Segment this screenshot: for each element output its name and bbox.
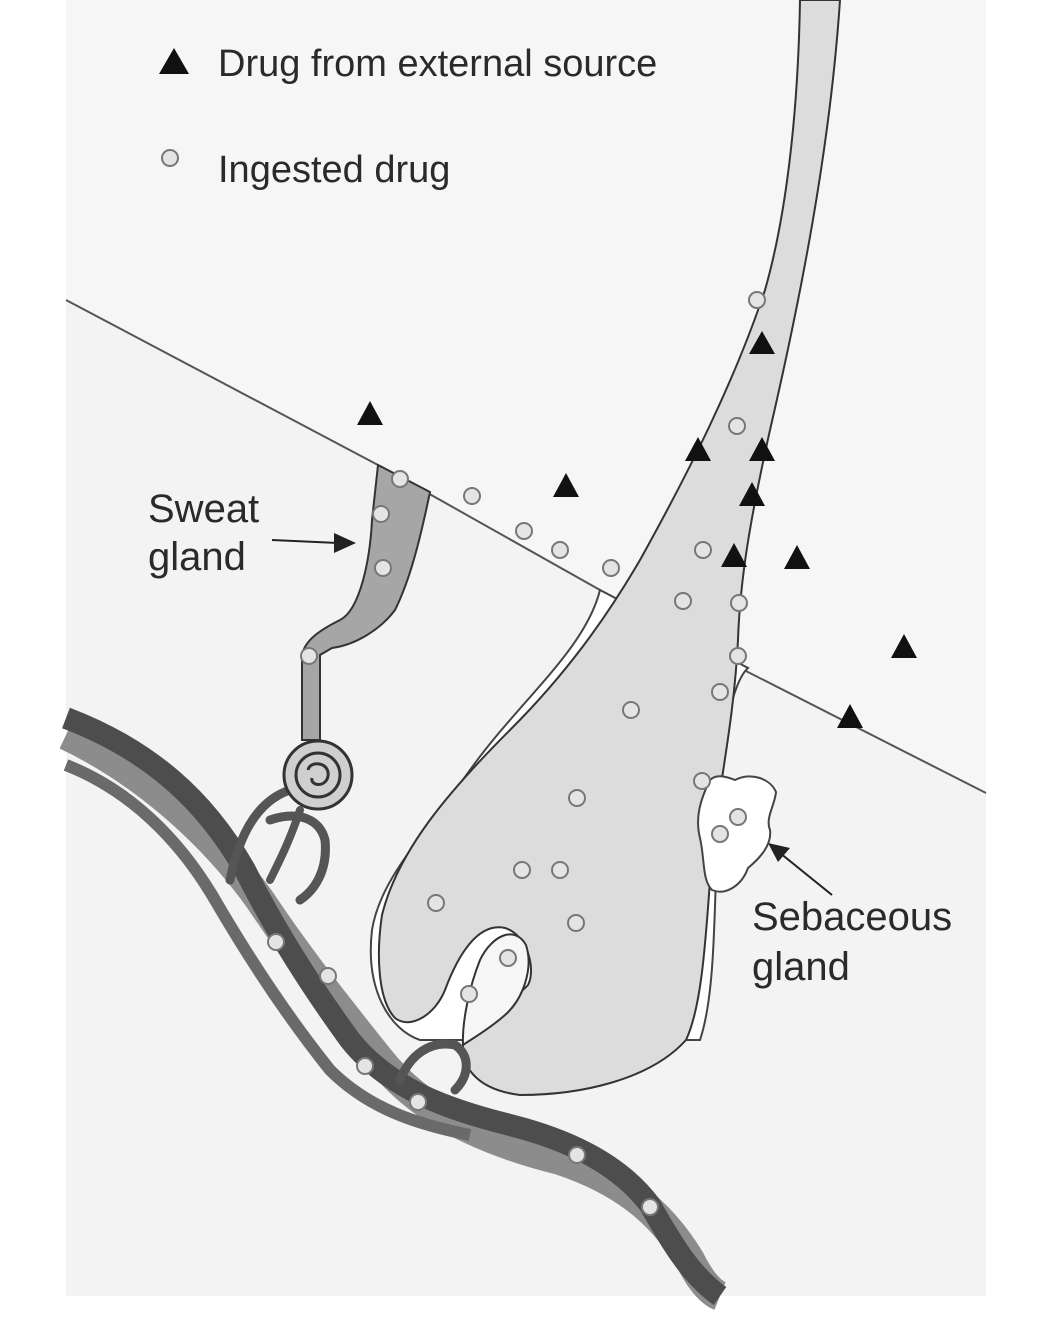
ingested-drug-marker bbox=[693, 772, 711, 790]
ingested-drug-marker bbox=[463, 487, 481, 505]
ingested-drug-marker bbox=[267, 933, 285, 951]
sebaceous-gland-arrowhead bbox=[768, 843, 790, 862]
ingested-drug-marker bbox=[460, 985, 478, 1003]
external-drug-marker bbox=[749, 437, 775, 461]
external-drug-marker bbox=[837, 704, 863, 728]
sebaceous-gland bbox=[697, 775, 778, 893]
ingested-drug-marker bbox=[730, 594, 748, 612]
hair-shaft bbox=[377, 0, 842, 1097]
external-drug-marker bbox=[553, 473, 579, 497]
legend: Drug from external source Ingested drug bbox=[159, 43, 657, 191]
external-drug-marker bbox=[685, 437, 711, 461]
ingested-drug-marker bbox=[728, 417, 746, 435]
ingested-drug-marker bbox=[499, 949, 517, 967]
ingested-drug-marker bbox=[513, 861, 531, 879]
external-drug-markers bbox=[357, 331, 917, 728]
ingested-drug-marker bbox=[568, 789, 586, 807]
sebaceous-gland-label-line2: gland bbox=[752, 945, 850, 989]
ingested-drug-marker bbox=[372, 505, 390, 523]
ingested-drug-marker bbox=[729, 647, 747, 665]
sweat-gland-duct bbox=[301, 463, 432, 741]
ingested-drug-marker bbox=[567, 914, 585, 932]
external-drug-marker bbox=[357, 401, 383, 425]
capillary-bulb-loop bbox=[395, 1039, 471, 1095]
sebaceous-gland-arrow bbox=[779, 852, 833, 896]
ingested-drug-marker bbox=[641, 1198, 659, 1216]
legend-ingested-label: Ingested drug bbox=[218, 149, 450, 191]
ingested-drug-marker bbox=[674, 592, 692, 610]
sweat-gland-label-line2: gland bbox=[148, 535, 246, 579]
ingested-drug-marker bbox=[551, 541, 569, 559]
ingested-drug-marker bbox=[729, 808, 747, 826]
ingested-drug-marker bbox=[551, 861, 569, 879]
sweat-gland-label-line1: Sweat bbox=[148, 487, 259, 531]
external-drug-marker bbox=[749, 331, 775, 354]
external-drug-marker bbox=[739, 482, 765, 506]
skin-surface-line-right bbox=[739, 667, 987, 794]
ingested-drug-marker bbox=[602, 559, 620, 577]
ingested-drug-markers bbox=[267, 291, 766, 1216]
ingested-drug-marker bbox=[356, 1057, 374, 1075]
legend-external-label: Drug from external source bbox=[218, 43, 657, 85]
blood-vessel-inner bbox=[63, 759, 472, 1141]
ingested-drug-marker bbox=[409, 1093, 427, 1111]
ingested-drug-marker bbox=[748, 291, 766, 309]
external-drug-marker bbox=[784, 545, 810, 569]
external-drug-marker bbox=[891, 634, 917, 658]
ingested-drug-marker bbox=[515, 522, 533, 540]
ingested-drug-marker bbox=[694, 541, 712, 559]
sweat-gland-coil bbox=[266, 739, 354, 884]
outside-region bbox=[66, 0, 986, 793]
circle-marker-icon bbox=[161, 149, 179, 167]
triangle-marker-icon bbox=[159, 48, 189, 74]
ingested-drug-marker bbox=[300, 647, 318, 665]
sweat-gland-arrow bbox=[271, 539, 339, 544]
ingested-drug-marker bbox=[427, 894, 445, 912]
ingested-drug-marker bbox=[622, 701, 640, 719]
ingested-drug-marker bbox=[319, 967, 337, 985]
sweat-gland-arrowhead bbox=[334, 533, 356, 553]
ingested-drug-marker bbox=[568, 1146, 586, 1164]
external-drug-marker bbox=[721, 543, 747, 567]
sebaceous-gland-label-line1: Sebaceous bbox=[752, 895, 952, 939]
ingested-drug-marker bbox=[374, 559, 392, 577]
ingested-drug-marker bbox=[711, 825, 729, 843]
ingested-drug-marker bbox=[391, 470, 409, 488]
ingested-drug-marker bbox=[711, 683, 729, 701]
